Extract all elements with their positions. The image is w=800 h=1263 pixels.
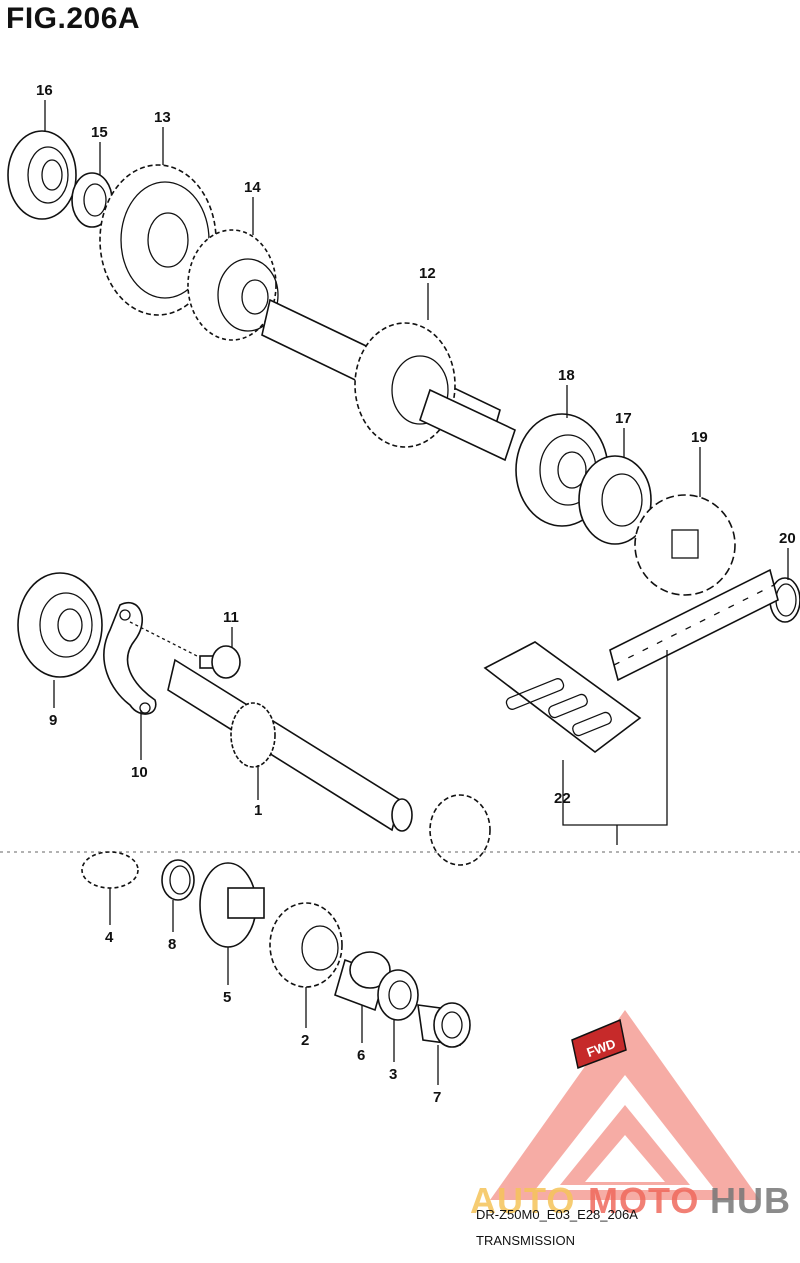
callout-6: 6 <box>357 1047 365 1064</box>
callout-15: 15 <box>91 124 108 141</box>
watermark-hub: HUB <box>710 1180 791 1221</box>
caption-code: DR-Z50M0_E03_E28_206A <box>476 1207 638 1222</box>
callout-9: 9 <box>49 712 57 729</box>
part-5-gear <box>199 862 265 948</box>
callout-11: 11 <box>223 609 239 626</box>
part-15-washer <box>71 172 113 228</box>
callout-bracket-22 <box>562 650 668 826</box>
callout-10: 10 <box>131 764 148 781</box>
part-16-bearing <box>7 130 77 220</box>
part-8-circlip <box>161 859 195 901</box>
callout-7: 7 <box>433 1089 441 1106</box>
callout-20: 20 <box>779 530 796 547</box>
callout-22: 22 <box>554 790 571 807</box>
callout-2: 2 <box>301 1032 309 1049</box>
part-3-washer <box>377 969 419 1021</box>
part-17-oil-seal <box>578 455 652 545</box>
part-10-bearing-retainer <box>103 602 157 715</box>
part-19-sprocket <box>634 494 736 596</box>
part-11-screw <box>199 645 241 679</box>
part-14-gear <box>187 229 279 341</box>
part-9-bearing <box>17 572 103 678</box>
callout-17: 17 <box>615 410 632 427</box>
callout-5: 5 <box>223 989 231 1006</box>
callout-14: 14 <box>244 179 261 196</box>
callout-16: 16 <box>36 82 53 99</box>
gear-partial <box>429 794 491 866</box>
part-2-gear <box>269 902 343 988</box>
callout-12: 12 <box>419 265 436 282</box>
callout-18: 18 <box>558 367 575 384</box>
part-22-chain <box>609 568 779 682</box>
part-12-countershaft <box>261 298 516 462</box>
watermark-moto: MOTO <box>588 1180 700 1221</box>
part-1-mainshaft <box>167 658 413 832</box>
callout-19: 19 <box>691 429 708 446</box>
part-6-bushing <box>334 951 391 1012</box>
leader-lines <box>44 100 789 1085</box>
watermark-auto: AUTO <box>470 1180 576 1221</box>
callout-labels: 16 15 13 14 12 18 17 19 20 11 9 10 1 22 … <box>36 82 796 1106</box>
caption-name: TRANSMISSION <box>476 1233 575 1248</box>
callout-1: 1 <box>254 802 262 819</box>
callout-8: 8 <box>168 936 176 953</box>
chain-joint-kit <box>483 641 642 754</box>
callout-13: 13 <box>154 109 171 126</box>
part-4-gear <box>81 851 139 889</box>
callout-4: 4 <box>105 929 114 946</box>
figure-title: FIG.206A <box>6 2 141 35</box>
part-7-needle-bearing <box>417 1002 471 1048</box>
watermark-logo <box>490 1010 760 1200</box>
callout-3: 3 <box>389 1066 397 1083</box>
